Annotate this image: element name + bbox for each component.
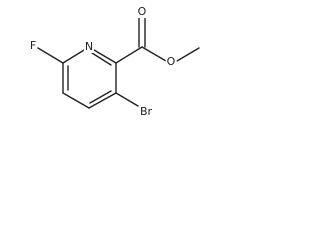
molecule-structure <box>37 17 200 109</box>
structure-canvas: F N O O Br <box>0 0 219 137</box>
bond-c4-c5 <box>62 92 90 109</box>
bond-c3-c4-inner <box>89 90 112 104</box>
atom-label-ring-nitrogen: N <box>83 40 95 53</box>
atom-label-carbonyl-oxygen: O <box>136 5 148 18</box>
bond-n1-c2-inner <box>91 52 112 66</box>
bond-c6-f <box>37 47 64 64</box>
atom-label-bromine: Br <box>138 105 154 118</box>
atom-label-fluorine: F <box>28 39 38 52</box>
bond-c3-c4 <box>88 92 117 109</box>
atom-label-ester-oxygen: O <box>165 55 177 68</box>
bond-c3-br <box>115 92 139 107</box>
bond-c-oester <box>141 46 167 62</box>
bond-oester-methyl <box>176 47 200 62</box>
bond-c2-ccarbonyl <box>115 46 143 64</box>
